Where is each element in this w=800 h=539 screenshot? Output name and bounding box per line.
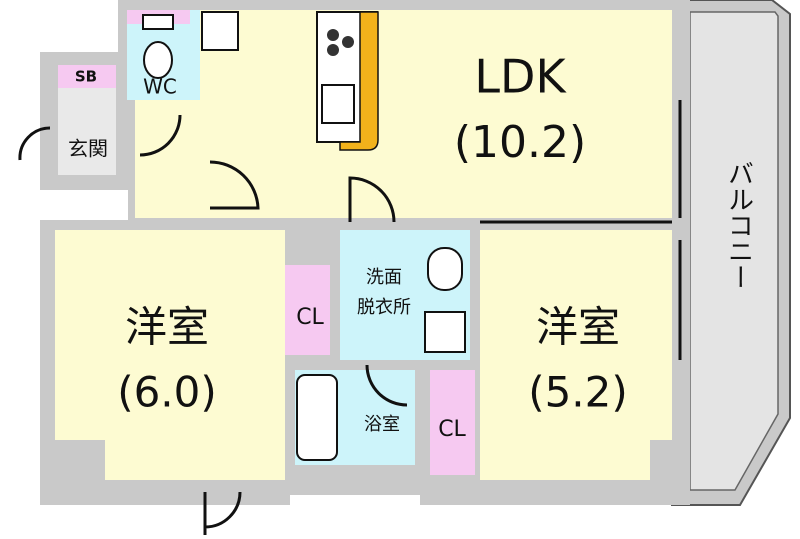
closet-right-label: CL [438,417,466,442]
washroom-label-1: 洗面 [366,267,402,288]
western-room-left [55,230,285,480]
western-room-right [480,230,672,480]
closet-left-label: CL [296,305,324,330]
ldk-size: (10.2) [454,117,586,168]
ldk-label: LDK [474,50,567,104]
closet-left [285,265,330,355]
entrance-label: 玄関 [68,137,108,161]
western-right-label: 洋室 [536,303,620,352]
western-left-label: 洋室 [125,303,209,352]
ldk-room [135,10,672,218]
bathroom-label: 浴室 [364,414,400,435]
shoe-box [58,65,116,88]
western-left-size: (6.0) [117,368,217,417]
balcony-label: バルコニー [724,160,754,290]
washroom-label-2: 脱衣所 [357,297,411,318]
wc-label: WC [143,75,177,99]
closet-right [430,370,475,475]
western-right-size: (5.2) [528,368,628,417]
sb-label: SB [75,68,97,86]
